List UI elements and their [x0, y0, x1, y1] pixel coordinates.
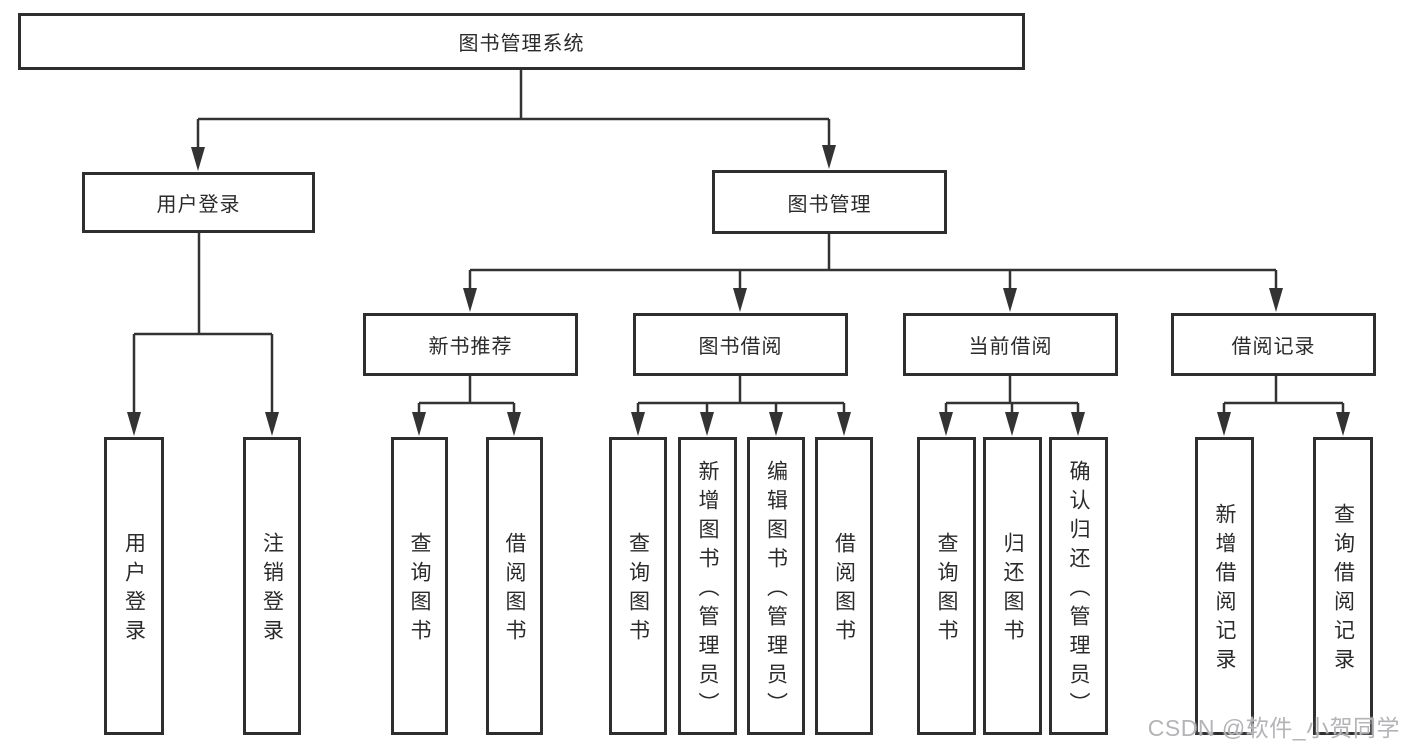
node-label: 查询图书: [408, 532, 431, 648]
csdn-watermark: CSDN @软件_小贺同学: [1147, 715, 1400, 741]
node-label: 确认归还（管理员）: [1067, 459, 1090, 721]
node-current-borrowing: 当前借阅: [903, 313, 1118, 376]
node-label: 用户登录: [156, 194, 241, 216]
node-new-book-recommendation: 新书推荐: [363, 313, 578, 376]
node-label: 图书借阅: [698, 336, 783, 358]
node-label: 查询图书: [626, 532, 650, 648]
node-label: 查询图书: [935, 532, 958, 648]
node-label: 借阅图书: [832, 532, 856, 648]
node-label: 借阅图书: [503, 532, 526, 648]
node-library-management-system: 图书管理系统: [18, 13, 1025, 70]
connector-current-borrow-split: [939, 376, 1085, 436]
node-label: 借阅记录: [1231, 336, 1316, 358]
node-label: 归还图书: [1001, 532, 1024, 648]
leaf-query-borrow-record: 查询借阅记录: [1313, 437, 1373, 735]
leaf-confirm-return-admin: 确认归还（管理员）: [1049, 437, 1108, 735]
leaf-query-books-recommend: 查询图书: [391, 437, 448, 735]
connector-user-login-split: [127, 233, 279, 436]
connector-book-borrow-split: [631, 376, 851, 436]
node-label: 新增借阅记录: [1213, 503, 1236, 677]
connector-borrow-records-split: [1217, 376, 1350, 436]
node-user-login: 用户登录: [82, 172, 315, 233]
node-label: 查询借阅记录: [1331, 503, 1355, 677]
node-label: 图书管理: [787, 193, 872, 216]
leaf-add-books-admin: 新增图书（管理员）: [678, 437, 737, 735]
leaf-add-borrow-record: 新增借阅记录: [1195, 437, 1254, 735]
leaf-logout: 注销登录: [243, 437, 301, 735]
node-label: 用户登录: [122, 532, 146, 648]
node-label: 新增图书（管理员）: [696, 459, 719, 721]
leaf-user-login: 用户登录: [104, 437, 164, 735]
leaf-borrow-books: 借阅图书: [815, 437, 873, 735]
node-label: 当前借阅: [968, 336, 1053, 358]
node-book-management: 图书管理: [712, 170, 947, 234]
leaf-query-books-current: 查询图书: [917, 437, 976, 735]
connector-root-split: [191, 70, 836, 171]
node-borrowing-records: 借阅记录: [1171, 313, 1376, 376]
connector-book-management-split: [463, 234, 1283, 312]
node-label: 编辑图书（管理员）: [764, 459, 788, 721]
leaf-query-books-borrow: 查询图书: [609, 437, 667, 735]
node-label: 注销登录: [260, 532, 284, 648]
node-label: 新书推荐: [428, 336, 513, 358]
leaf-borrow-books-recommend: 借阅图书: [486, 437, 543, 735]
leaf-return-books: 归还图书: [983, 437, 1042, 735]
connector-new-book-split: [412, 376, 521, 436]
leaf-edit-books-admin: 编辑图书（管理员）: [747, 437, 805, 735]
node-book-borrowing: 图书借阅: [633, 313, 848, 376]
node-label: 图书管理系统: [458, 33, 585, 55]
